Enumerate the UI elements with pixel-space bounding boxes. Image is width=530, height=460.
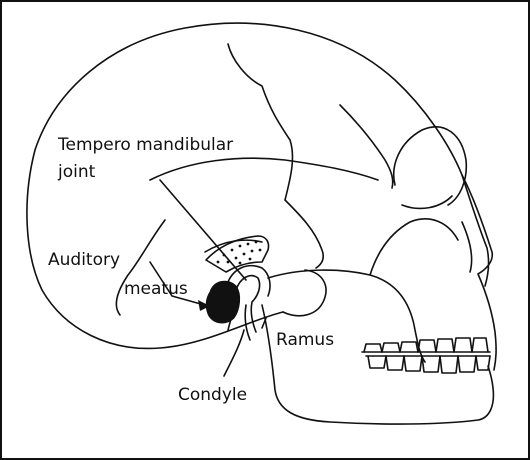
orbit-outline bbox=[394, 127, 467, 205]
coronal-suture bbox=[228, 44, 293, 200]
label-condyle: Condyle bbox=[178, 385, 247, 405]
upper-teeth bbox=[362, 338, 490, 352]
nasal-aperture bbox=[462, 222, 472, 272]
label-tmj-line2: joint bbox=[57, 162, 96, 182]
lower-teeth bbox=[366, 356, 490, 373]
ramus-inner bbox=[283, 270, 326, 316]
cranium-outline bbox=[27, 23, 489, 348]
face-profile bbox=[462, 175, 496, 370]
auditory-meatus-shape bbox=[206, 281, 239, 323]
label-ramus: Ramus bbox=[276, 330, 334, 350]
sphenoid-suture bbox=[285, 200, 323, 268]
tmj-leader bbox=[160, 180, 246, 280]
label-auditory-line2: meatus bbox=[124, 279, 188, 299]
label-auditory-line1: Auditory bbox=[48, 250, 120, 270]
zygomatic-bone bbox=[370, 219, 458, 275]
lambdoid-suture bbox=[116, 220, 165, 315]
squamosal-suture bbox=[150, 158, 378, 180]
orbit-inner bbox=[402, 196, 452, 208]
label-tmj-line1: Tempero mandibular bbox=[57, 135, 233, 155]
condyle-leader bbox=[224, 330, 244, 376]
